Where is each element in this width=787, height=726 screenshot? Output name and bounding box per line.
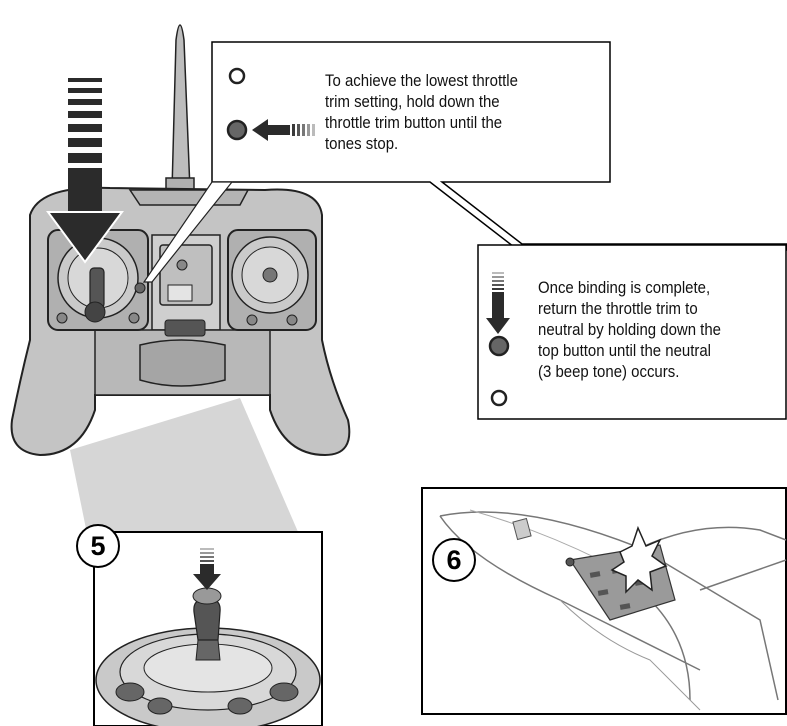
callout-top-line: tones stop. — [325, 134, 399, 153]
callout-top-text: To achieve the lowest throttle trim sett… — [325, 70, 518, 154]
callout-right-line: return the throttle trim to — [538, 299, 698, 318]
callout-right-line: Once binding is complete, — [538, 278, 711, 297]
spark-icon — [610, 525, 668, 594]
transmitter — [10, 186, 351, 457]
trim-button-filled-icon — [488, 335, 510, 357]
antenna — [165, 24, 195, 195]
callout-right-line: (3 beep tone) occurs. — [538, 362, 680, 381]
trim-button-filled-icon — [226, 119, 248, 141]
callout-right-text: Once binding is complete, return the thr… — [538, 277, 721, 382]
callout-top-box — [142, 41, 787, 283]
inset-step-5 — [93, 531, 323, 726]
callout-right-box — [477, 244, 787, 420]
down-arrow-icon — [486, 272, 510, 334]
inset-step-6 — [421, 487, 787, 715]
callout-top-line: To achieve the lowest throttle — [325, 71, 518, 90]
callout-right-line: neutral by holding down the — [538, 320, 721, 339]
callout-right-line: top button until the neutral — [538, 341, 712, 360]
callout-top-line: throttle trim button until the — [325, 113, 503, 132]
down-arrow-icon — [46, 78, 124, 264]
trim-button-empty-icon — [228, 67, 246, 85]
step-6-label: 6 — [432, 538, 476, 582]
left-arrow-icon — [252, 119, 315, 141]
step-5-label: 5 — [76, 524, 120, 568]
callout-top-line: trim setting, hold down the — [325, 92, 500, 111]
trim-button-empty-icon — [490, 389, 508, 407]
